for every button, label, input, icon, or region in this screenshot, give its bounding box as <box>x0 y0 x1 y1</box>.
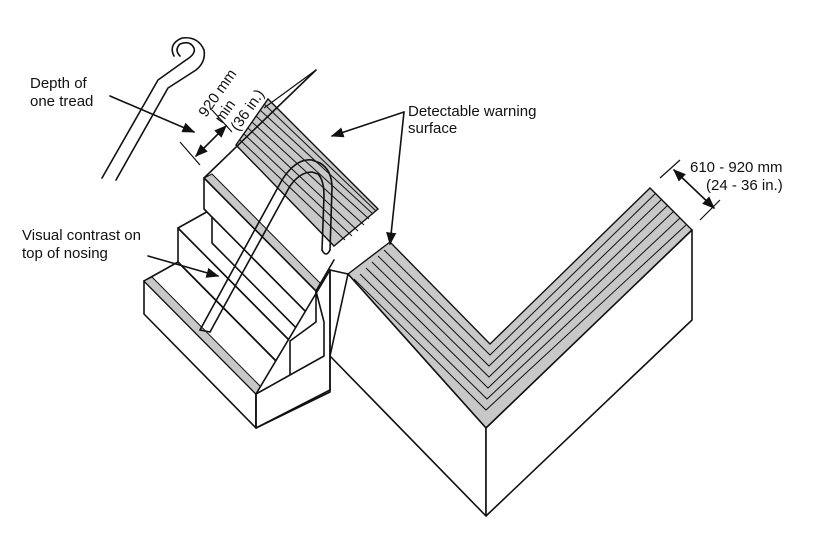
label-band-width: 610 - 920 mm (24 - 36 in.) <box>690 159 787 194</box>
leader-visual-contrast <box>147 255 220 278</box>
handrail <box>199 159 333 333</box>
platform-texture <box>353 192 687 411</box>
leader-depth-of-tread <box>109 95 196 133</box>
label-detectable-warning: Detectable warning surface <box>408 103 541 137</box>
dimension-min-width <box>179 69 317 166</box>
handrail-top <box>101 36 206 181</box>
dimension-band-width <box>659 159 721 221</box>
platform <box>329 187 693 517</box>
leader-detectable-warning <box>330 111 405 246</box>
label-visual-contrast: Visual contrast on top of nosing <box>22 227 145 262</box>
label-depth-of-tread: Depth of one tread <box>30 75 93 110</box>
